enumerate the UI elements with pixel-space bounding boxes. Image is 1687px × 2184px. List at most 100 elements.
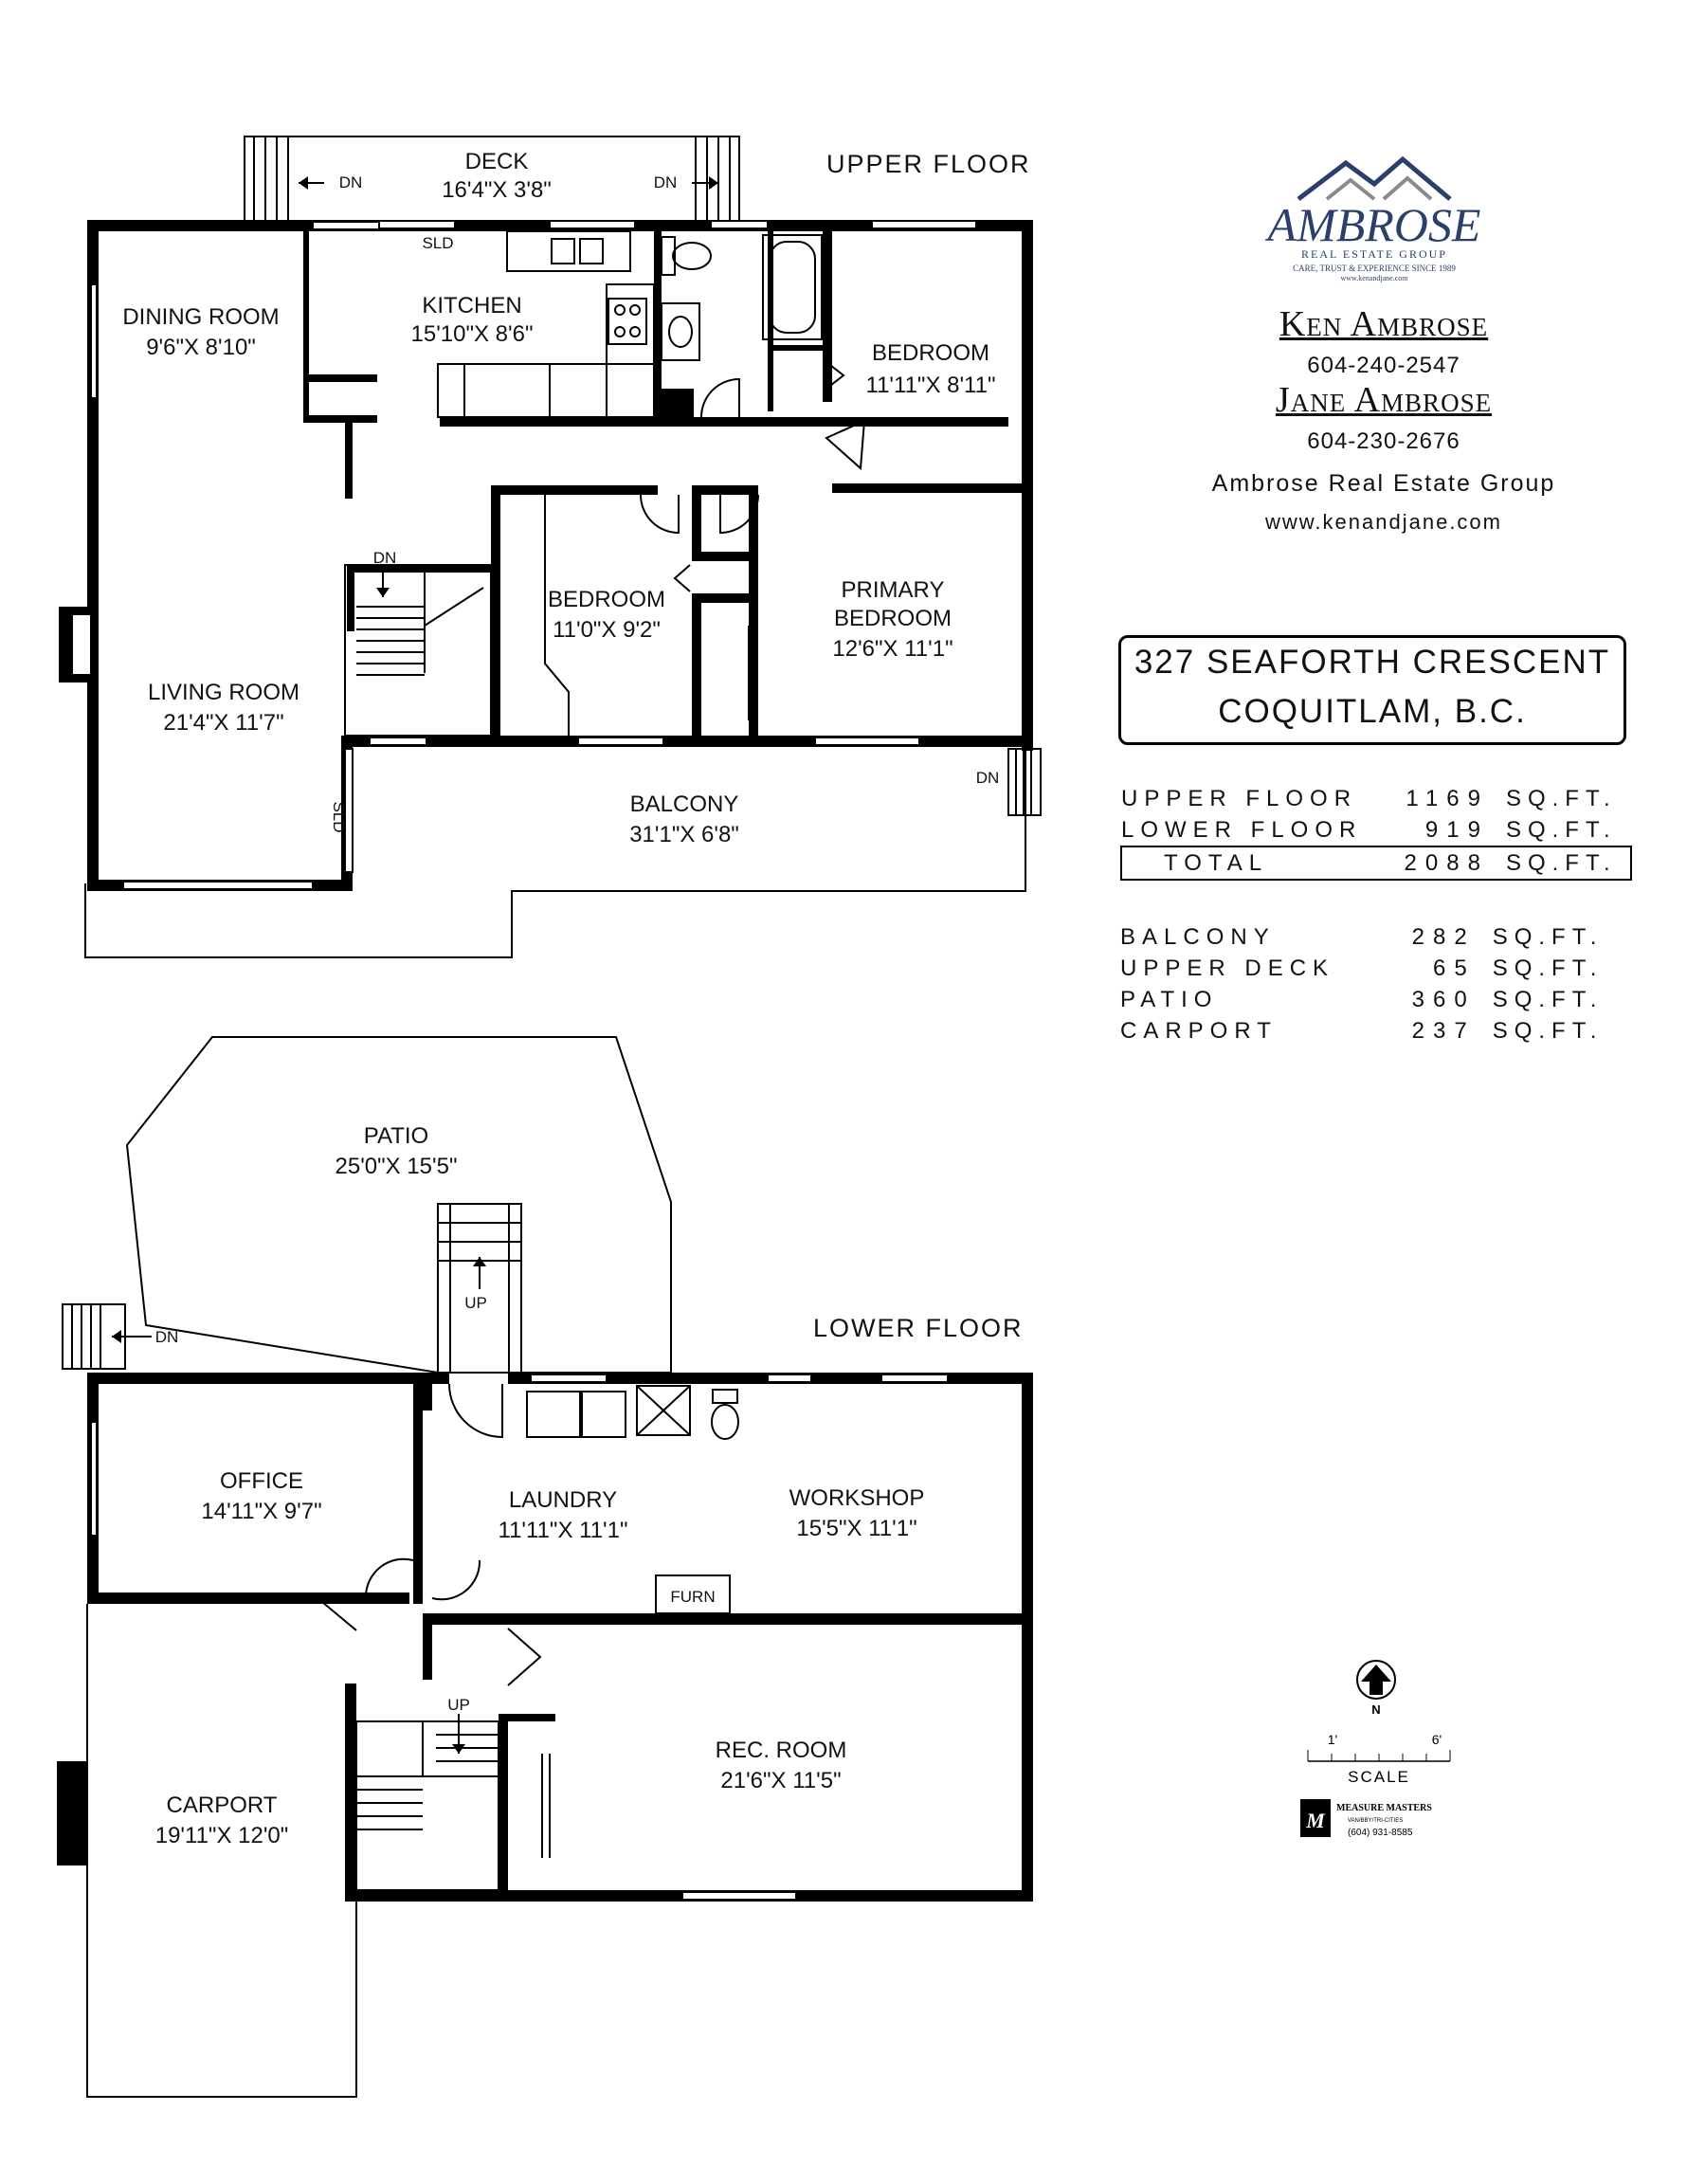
bedroom-ne-label: BEDROOM (872, 340, 989, 366)
carport-fireplace (57, 1761, 87, 1866)
area-unit: SQ.FT. (1505, 785, 1617, 811)
patio-stairs (437, 1203, 522, 1374)
scale-label: SCALE (1348, 1768, 1410, 1786)
address-line-2: COQUITLAM, B.C. (1218, 693, 1527, 730)
area-unit: SQ.FT. (1492, 955, 1604, 981)
primary-bedroom-label-2: BEDROOM (834, 606, 952, 631)
area-value: 2088 (1391, 846, 1506, 881)
area-row-lower: LOWER FLOOR 919 SQ.FT. (1121, 814, 1631, 846)
kitchen-fixtures (437, 230, 657, 418)
rec-room-label: REC. ROOM (716, 1738, 847, 1763)
area-row-upper: UPPER FLOOR 1169 SQ.FT. (1121, 783, 1631, 814)
office-dims: 14'11"X 9'7" (201, 1499, 321, 1524)
workshop-dims: 15'5"X 11'1" (796, 1516, 916, 1541)
stair-down-label: DN (373, 549, 397, 567)
workshop-label: WORKSHOP (789, 1485, 925, 1511)
living-room-dims: 21'4"X 11'7" (163, 710, 283, 736)
north-label: N (1371, 1702, 1380, 1717)
area-row-carport: CARPORT 237 SQ.FT. (1120, 1015, 1632, 1046)
lower-floor: LOWER FLOOR PATIO 25'0"X 15'5" DN UP OFF… (57, 1036, 1033, 2098)
agent2-phone: 604-230-2676 (1307, 428, 1460, 454)
primary-bedroom-dims: 12'6"X 11'1" (832, 636, 952, 662)
primary-bedroom-label-1: PRIMARY (842, 577, 945, 603)
deck-label: DECK (465, 149, 529, 174)
floor-area-table: UPPER FLOOR 1169 SQ.FT. LOWER FLOOR 919 … (1119, 783, 1633, 881)
scale-bar (1307, 1750, 1451, 1762)
address-line-1: 327 SEAFORTH CRESCENT (1134, 644, 1611, 681)
svg-text:M: M (1305, 1809, 1326, 1832)
balcony-label: BALCONY (630, 792, 739, 817)
kitchen-label: KITCHEN (422, 293, 521, 318)
bedroom-mid-dims: 11'0"X 9'2" (553, 617, 661, 643)
patio-outline (125, 1036, 672, 1374)
logo-url: www.kenandjane.com (1340, 274, 1408, 282)
patio-stair-label: DN (155, 1328, 179, 1346)
office-label: OFFICE (220, 1468, 303, 1494)
area-unit: SQ.FT. (1505, 846, 1633, 881)
area-value: 65 (1433, 955, 1476, 981)
stair-up-2-label: UP (447, 1696, 470, 1714)
area-value: 919 (1424, 816, 1489, 843)
lower-doors (319, 1383, 551, 1858)
sld-top: SLD (422, 234, 453, 252)
upper-stairs (344, 564, 492, 737)
carport-dims: 19'11"X 12'0" (155, 1823, 289, 1848)
agent1-phone: 604-240-2547 (1307, 353, 1460, 378)
living-room-slider (344, 748, 354, 873)
logo-name: AMBROSE (1265, 198, 1481, 251)
scale-tick-right: 6' (1432, 1732, 1442, 1747)
sld-side: SLD (330, 801, 348, 832)
scale-and-north: N 1' 6' SCALE M MEASURE MASTERS VAN/BBY/… (1300, 1660, 1451, 1838)
dining-room-dims: 9'6"X 8'10" (146, 335, 256, 360)
area-label: LOWER FLOOR (1121, 816, 1363, 843)
agent1-name: Ken Ambrose (1279, 304, 1489, 344)
area-label: UPPER FLOOR (1121, 785, 1358, 811)
upper-floor: UPPER FLOOR DECK 16'4"X 3'8" DN DN SLD D… (59, 136, 1042, 958)
ambrose-logo: AMBROSE REAL ESTATE GROUP CARE, TRUST & … (1265, 155, 1481, 282)
agency-group: Ambrose Real Estate Group (1211, 470, 1556, 497)
area-unit: SQ.FT. (1492, 1017, 1604, 1044)
bedroom-ne-dims: 11'11"X 8'11" (866, 373, 996, 398)
logo-sub: REAL ESTATE GROUP (1301, 247, 1447, 261)
stair-up-label: UP (464, 1294, 487, 1312)
lower-floor-title: LOWER FLOOR (813, 1314, 1024, 1342)
area-row-total: TOTAL 2088 SQ.FT. (1119, 846, 1633, 881)
furnace-label: FURN (670, 1588, 715, 1606)
laundry-fixtures (526, 1385, 739, 1614)
address-box: 327 SEAFORTH CRESCENT COQUITLAM, B.C. (1118, 635, 1626, 745)
area-label: TOTAL (1119, 846, 1392, 881)
rec-room-dims: 21'6"X 11'5" (720, 1768, 841, 1793)
measurer-name: MEASURE MASTERS (1336, 1803, 1432, 1813)
bath-fixtures (661, 234, 823, 417)
deck-dims: 16'4"X 3'8" (442, 177, 552, 203)
balcony-dims: 31'1"X 6'8" (629, 822, 739, 847)
dining-room-label: DINING ROOM (122, 304, 279, 330)
area-unit: SQ.FT. (1492, 923, 1604, 950)
balcony-outline (84, 749, 1026, 958)
area-value: 237 (1411, 1017, 1476, 1044)
upper-floor-title: UPPER FLOOR (826, 150, 1031, 178)
agency-website: www.kenandjane.com (1264, 510, 1502, 534)
measure-masters-logo: M MEASURE MASTERS VAN/BBY/TRI-CITIES (60… (1300, 1799, 1432, 1838)
upper-doors (544, 361, 866, 736)
laundry-label: LAUNDRY (509, 1487, 617, 1513)
area-value: 360 (1411, 986, 1476, 1012)
deck-stair-right: DN (654, 173, 678, 191)
lower-stairs (355, 1714, 499, 1891)
area-unit: SQ.FT. (1492, 986, 1604, 1012)
area-label: PATIO (1120, 986, 1219, 1012)
dining-slider (312, 221, 380, 230)
area-row-balcony: BALCONY 282 SQ.FT. (1120, 921, 1632, 953)
carport-outline (86, 1604, 357, 2098)
laundry-dims: 11'11"X 11'1" (499, 1518, 628, 1543)
living-room-label: LIVING ROOM (148, 680, 299, 705)
outdoor-area-table: BALCONY 282 SQ.FT. UPPER DECK 65 SQ.FT. … (1120, 921, 1632, 1046)
area-row-upper-deck: UPPER DECK 65 SQ.FT. (1120, 953, 1632, 984)
kitchen-dims: 15'10"X 8'6" (411, 321, 534, 347)
patio-dims: 25'0"X 15'5" (336, 1154, 458, 1179)
area-label: CARPORT (1120, 1017, 1278, 1044)
measurer-region: VAN/BBY/TRI-CITIES (1348, 1818, 1403, 1824)
agent2-name: Jane Ambrose (1275, 380, 1493, 420)
bedroom-mid-label: BEDROOM (548, 587, 665, 612)
